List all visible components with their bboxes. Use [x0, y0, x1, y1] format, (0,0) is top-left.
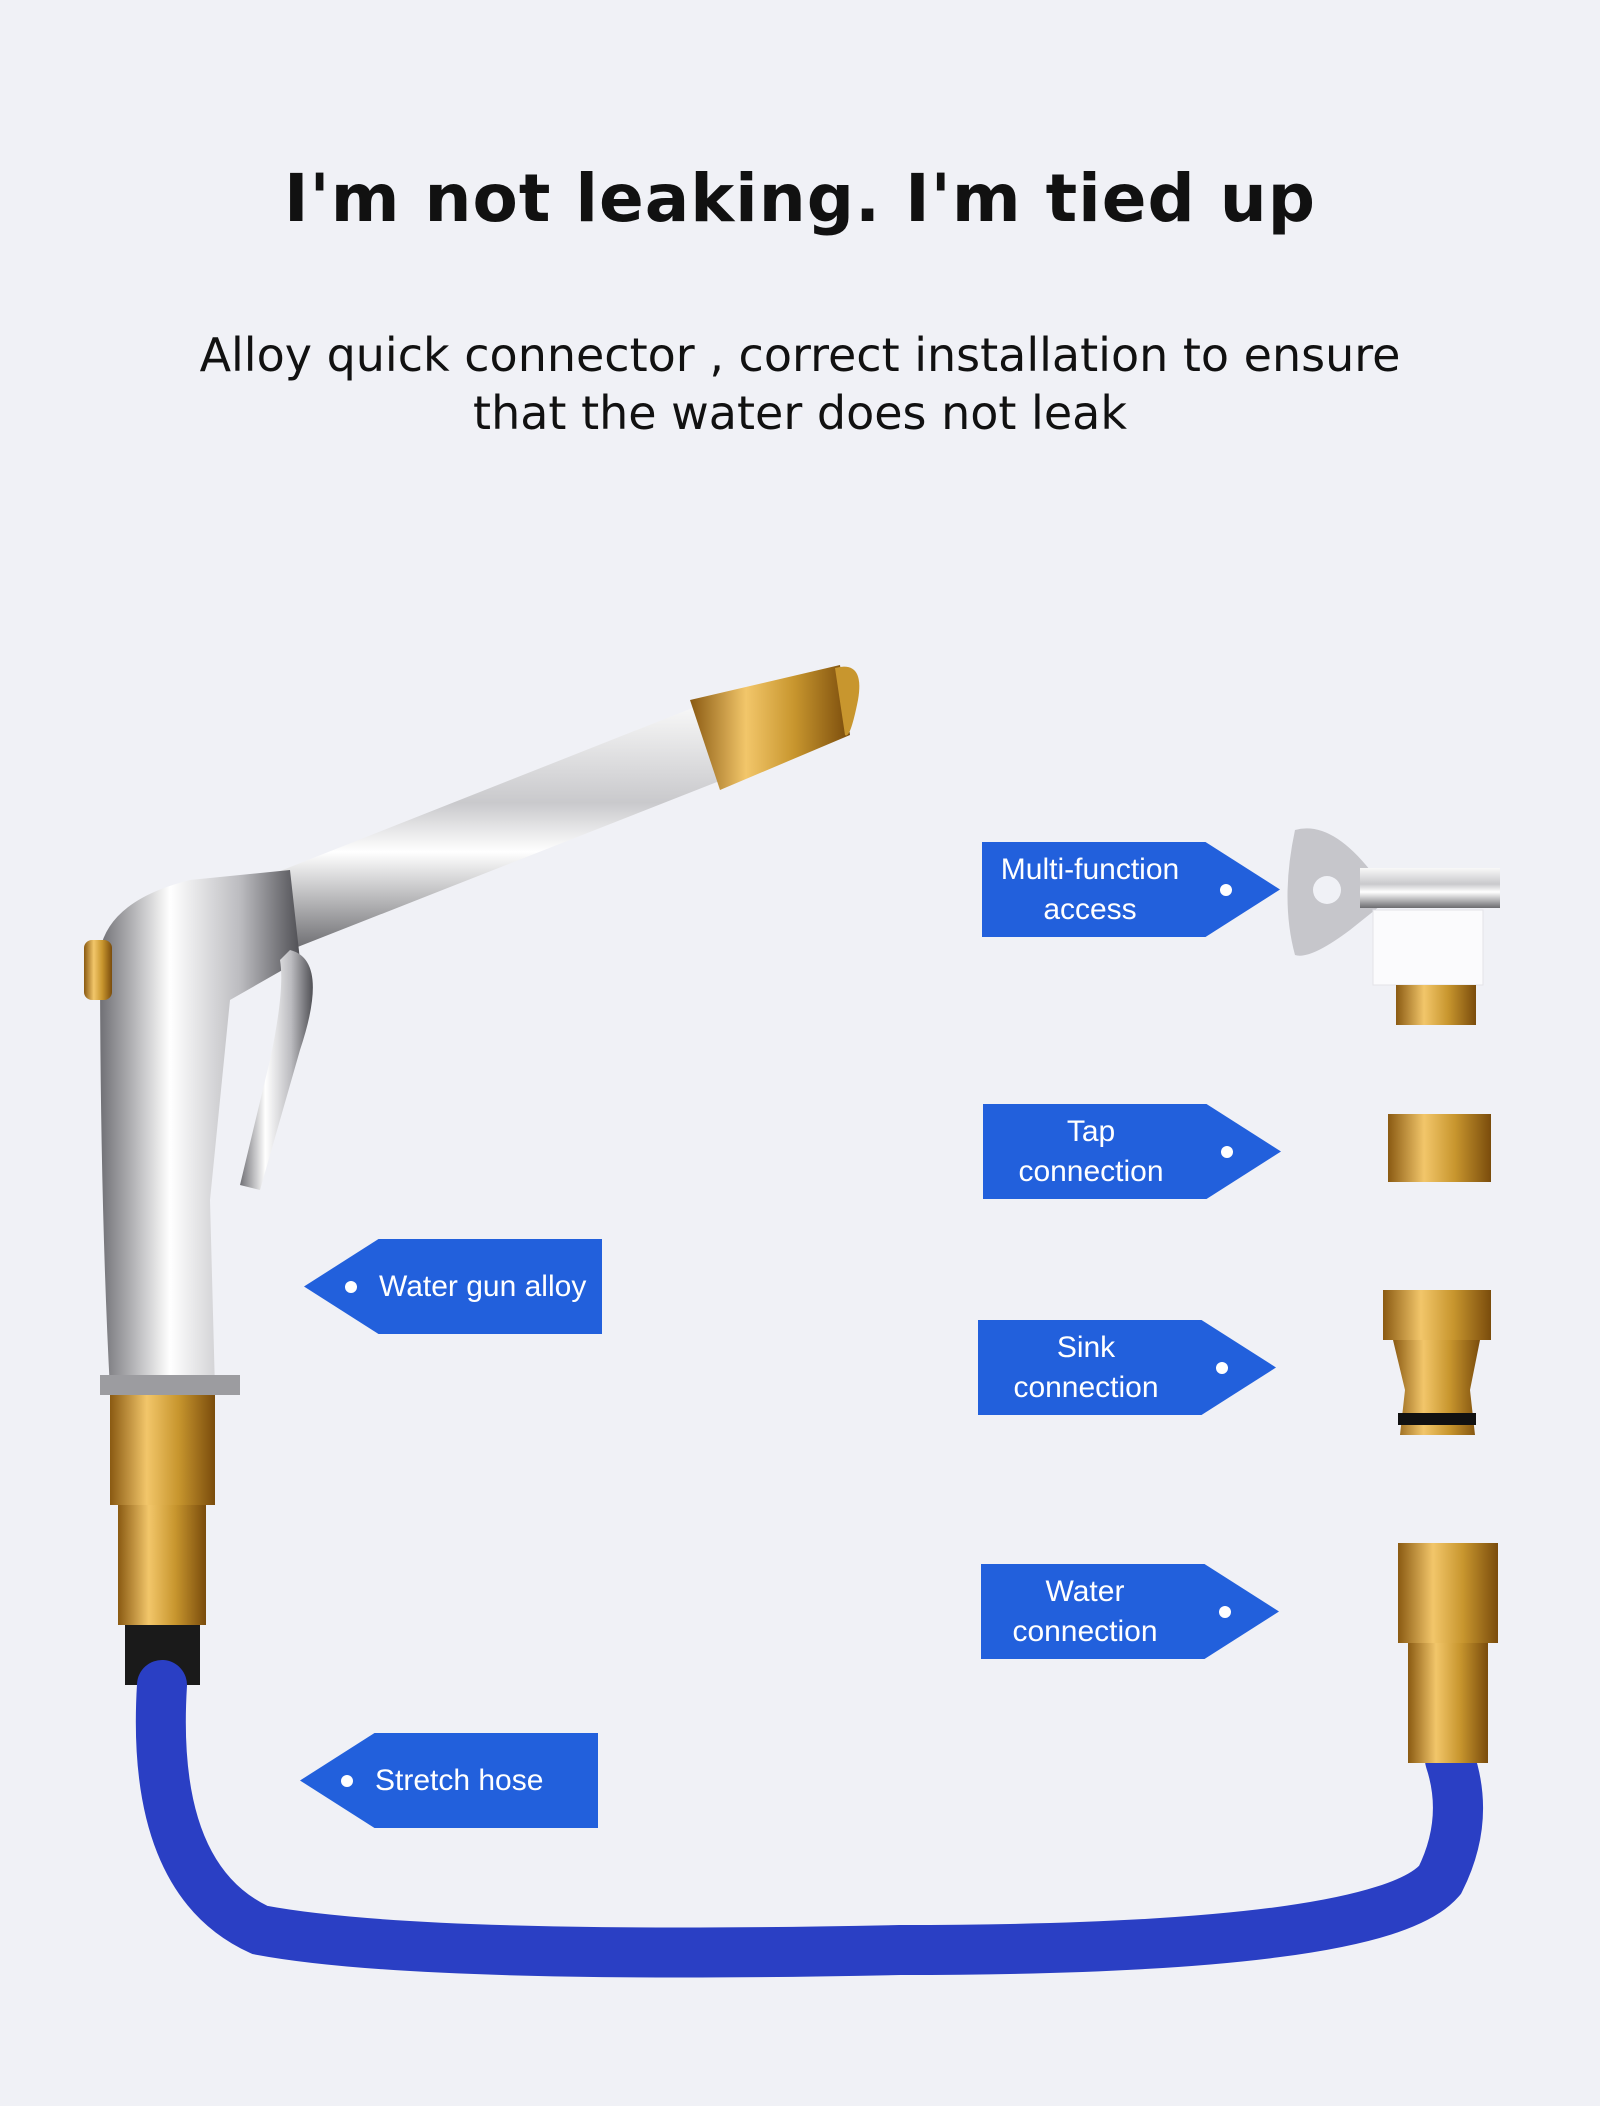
- label-text: Water connection: [1012, 1574, 1158, 1648]
- multi-function-connector: [1287, 828, 1500, 1025]
- page-title: I'm not leaking. I'm tied up: [284, 160, 1316, 237]
- label-stretch-hose: Stretch hose: [300, 1733, 598, 1828]
- sink-connector: [1383, 1290, 1491, 1435]
- label-text: Sink connection: [1013, 1330, 1159, 1404]
- water-connector: [1398, 1543, 1498, 1763]
- water-gun: [84, 665, 860, 1685]
- label-text: Tap connection: [1018, 1114, 1164, 1188]
- label-water-connection: Water connection: [981, 1564, 1279, 1659]
- bullet-dot: [345, 1280, 357, 1293]
- bullet-dot: [341, 1774, 353, 1787]
- bullet-dot: [1221, 1145, 1233, 1158]
- label-water-gun-alloy: Water gun alloy: [304, 1239, 602, 1334]
- subtitle: Alloy quick connector , correct installa…: [0, 326, 1600, 442]
- tap-connector: [1388, 1114, 1491, 1182]
- subtitle-line-1: Alloy quick connector , correct installa…: [199, 328, 1401, 382]
- bullet-dot: [1216, 1361, 1228, 1374]
- label-text: Water gun alloy: [379, 1269, 587, 1303]
- bullet-dot: [1220, 883, 1232, 896]
- label-text-line-1: Multi-function: [1000, 852, 1180, 886]
- label-text: Stretch hose: [375, 1763, 544, 1797]
- subtitle-line-2: that the water does not leak: [473, 386, 1127, 440]
- bullet-dot: [1219, 1605, 1231, 1618]
- label-sink-connection: Sink connection: [978, 1320, 1276, 1415]
- stretch-hose: [135, 1660, 1483, 1978]
- label-text-line-2: access: [1043, 892, 1137, 926]
- label-tap-connection: Tap connection: [983, 1104, 1281, 1199]
